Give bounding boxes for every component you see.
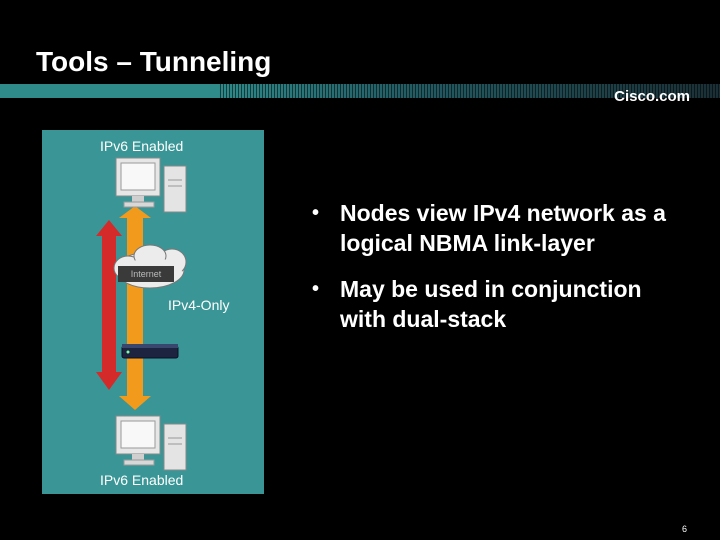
bullet-dot: • [312,202,320,224]
bullet-text: May be used in conjunction with dual-sta… [340,276,642,332]
bullet-text: Nodes view IPv4 network as a logical NBM… [340,200,666,256]
brand-logo: Cisco.com [614,88,690,105]
slide-title: Tools – Tunneling [36,46,272,77]
ipv4-network-label: IPv4-Only [168,297,230,313]
page-number: 6 [682,524,688,534]
orange-tunnel-arrow [119,206,151,410]
red-tunnel-arrow [96,220,122,390]
title-underline-bar [0,84,720,98]
bottom-network-label: IPv6 Enabled [100,472,184,488]
router-icon [121,344,179,359]
top-network-label: IPv6 Enabled [100,138,184,154]
bullet-list: • Nodes view IPv4 network as a logical N… [312,198,672,350]
bullet-item: • Nodes view IPv4 network as a logical N… [312,198,672,258]
cloud-label: Internet [131,269,162,279]
bullet-dot: • [312,278,320,300]
top-computer-icon [115,157,187,213]
bottom-computer-icon [115,415,187,471]
bullet-item: • May be used in conjunction with dual-s… [312,274,672,334]
internet-cloud-icon: Internet [113,244,187,289]
